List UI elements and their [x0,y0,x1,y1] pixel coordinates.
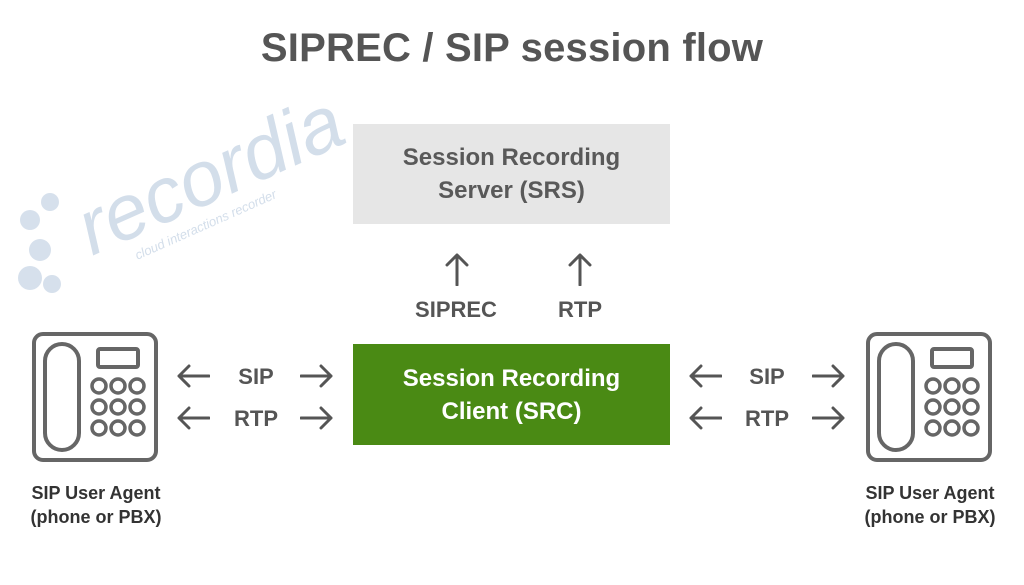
left-agent-line1: SIP User Agent [31,483,161,503]
right-sip-user-agent-caption: SIP User Agent (phone or PBX) [830,481,1024,529]
session-recording-server-box: Session Recording Server (SRS) [353,124,670,224]
session-recording-client-box: Session Recording Client (SRC) [353,344,670,445]
left-rtp-label: RTP [234,406,278,431]
right-agent-line1: SIP User Agent [865,483,995,503]
arrow-left-icon [689,364,722,388]
arrow-left-icon [177,406,210,430]
svg-text:recordia: recordia [63,78,352,272]
upstream-rtp-label: RTP [558,297,602,322]
arrow-right-icon [300,406,333,430]
srs-label-line2: Server (SRS) [438,177,585,204]
right-rtp-label: RTP [745,406,789,431]
arrow-up-icon [568,253,592,286]
siprec-label: SIPREC [415,297,497,322]
diagram-title: SIPREC / SIP session flow [260,26,764,70]
arrow-up-icon [445,253,469,286]
srs-label-line1: Session Recording [402,144,621,171]
desk-phone-icon [32,332,158,462]
left-sip-user-agent-caption: SIP User Agent (phone or PBX) [0,481,196,529]
left-sip-label: SIP [238,364,274,389]
src-label-line2: Client (SRC) [441,397,582,425]
desk-phone-icon [866,332,992,462]
arrow-right-icon [812,406,845,430]
src-label-line1: Session Recording [402,364,621,392]
arrow-left-icon [689,406,722,430]
arrow-right-icon [300,364,333,388]
arrow-left-icon [177,364,210,388]
recordia-watermark-logo: recordia cloud interactions recorder [18,78,352,293]
right-sip-label: SIP [749,364,785,389]
arrow-right-icon [812,364,845,388]
left-agent-line2: (phone or PBX) [30,507,162,527]
right-agent-line2: (phone or PBX) [864,507,996,527]
